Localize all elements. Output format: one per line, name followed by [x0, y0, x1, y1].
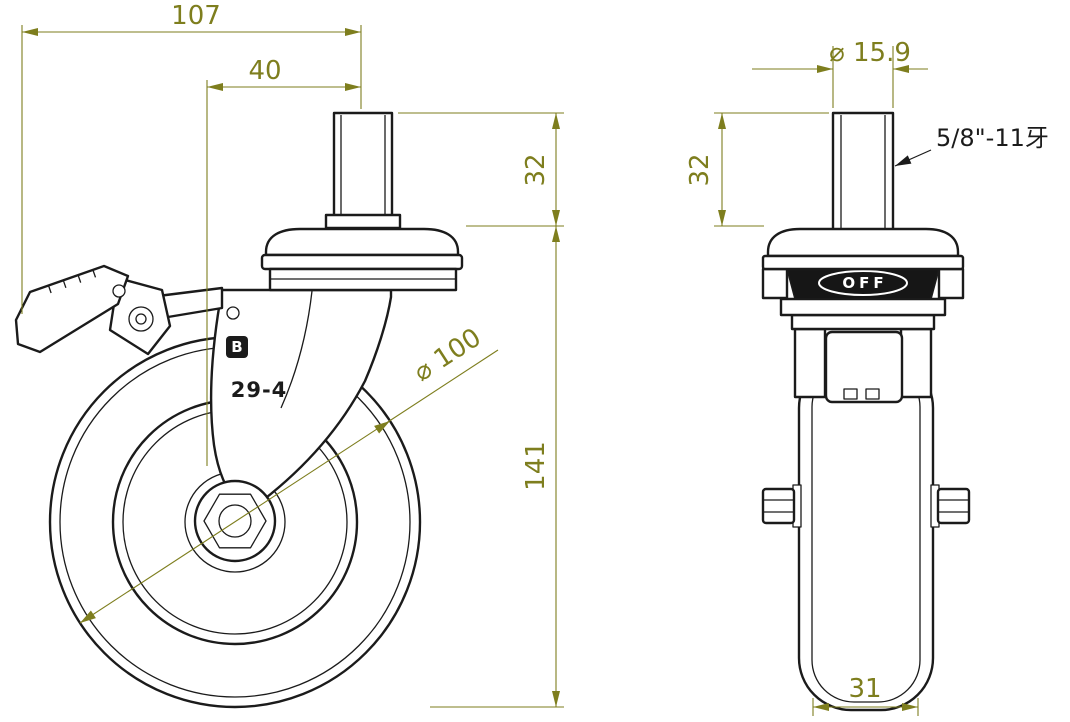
front-view: OFF: [761, 111, 971, 712]
brake-pedal-serration: [62, 280, 67, 289]
dim-overall-width: 107: [21, 1, 362, 314]
pedal-tab-right: [937, 267, 965, 300]
dim-text-wheel-diameter: ⌀ 100: [409, 323, 487, 388]
swivel-dome: [264, 227, 460, 257]
arrowhead: [374, 421, 390, 434]
swivel-flange-front: [761, 254, 965, 271]
brake-pedal-serration: [92, 269, 97, 278]
arrowhead: [552, 113, 560, 129]
axle-nut-right: [936, 487, 971, 525]
stem-side: [332, 111, 394, 218]
dimensions-front-view: ⌀ 15.9 32 31 5/8"-11牙: [685, 38, 1049, 716]
fork-leg-left: [793, 327, 827, 399]
axle-stud-end: [218, 504, 252, 538]
dim-stem-diameter: ⌀ 15.9: [752, 38, 928, 108]
dim-tread-width: 31: [812, 674, 919, 716]
axle-nut-left: [761, 487, 796, 525]
dim-stem-height-front: 32: [685, 112, 829, 227]
fork-hole: [226, 306, 240, 320]
thread-callout: 5/8"-11牙: [894, 124, 1049, 167]
dim-text-31: 31: [848, 674, 881, 704]
dim-text-32-front: 32: [685, 153, 715, 186]
dim-stem-offset: 40: [206, 56, 361, 466]
stem-collar: [324, 213, 402, 230]
dim-swivel-height: 141: [430, 226, 564, 708]
model-label: 29-4: [231, 378, 288, 402]
brake-pedal-serration: [47, 285, 52, 294]
swivel-flange: [260, 253, 464, 271]
arrowhead: [552, 226, 560, 242]
brake-plate-slot: [865, 388, 880, 400]
brake-pivot-bolt: [128, 306, 154, 332]
pedal-lens: [818, 270, 908, 296]
pedal-tab-left: [761, 267, 789, 300]
brake-plate-slot: [843, 388, 858, 400]
pedal-off-label: OFF: [842, 274, 887, 292]
wheel-front-outline: [797, 354, 935, 712]
arrowhead: [718, 210, 726, 226]
swivel-lower-ring: [790, 313, 936, 331]
arrowhead: [552, 210, 560, 226]
side-view: B 29-4: [14, 111, 464, 709]
thread-label: 5/8"-11牙: [936, 124, 1049, 152]
brake-pedal-serration: [77, 274, 82, 283]
arrowhead: [345, 83, 361, 91]
brand-logo-letter: B: [231, 338, 242, 356]
dim-text-141: 141: [521, 441, 551, 491]
dim-text-32-side: 32: [521, 153, 551, 186]
arrowhead: [345, 28, 361, 36]
dim-stem-height-side: 32: [398, 112, 564, 227]
arrowhead: [80, 610, 96, 623]
arrowhead: [893, 65, 909, 73]
arrowhead: [817, 65, 833, 73]
arrowhead: [813, 703, 829, 711]
arrowhead: [718, 113, 726, 129]
arrowhead: [552, 691, 560, 707]
brake-pedal-lever: [14, 264, 130, 354]
brand-logo: [226, 336, 248, 358]
arrowhead: [902, 703, 918, 711]
dim-text-107: 107: [171, 1, 221, 31]
brake-plate: [824, 330, 904, 404]
fork-inner-line: [280, 290, 313, 409]
arrowhead: [207, 83, 223, 91]
swivel-dome-front: [766, 227, 960, 258]
dimension-line: [79, 349, 499, 624]
fork-leg-right: [899, 327, 933, 399]
dim-text-stem-diameter: ⌀ 15.9: [829, 38, 911, 68]
leader-arrowhead: [895, 155, 912, 166]
swivel-mid-housing: [779, 297, 947, 317]
brake-pivot-bolt-center: [135, 313, 147, 325]
dim-text-40: 40: [248, 56, 281, 86]
brake-link-bolt: [112, 284, 126, 298]
stem-front: [831, 111, 895, 232]
arrowhead: [22, 28, 38, 36]
